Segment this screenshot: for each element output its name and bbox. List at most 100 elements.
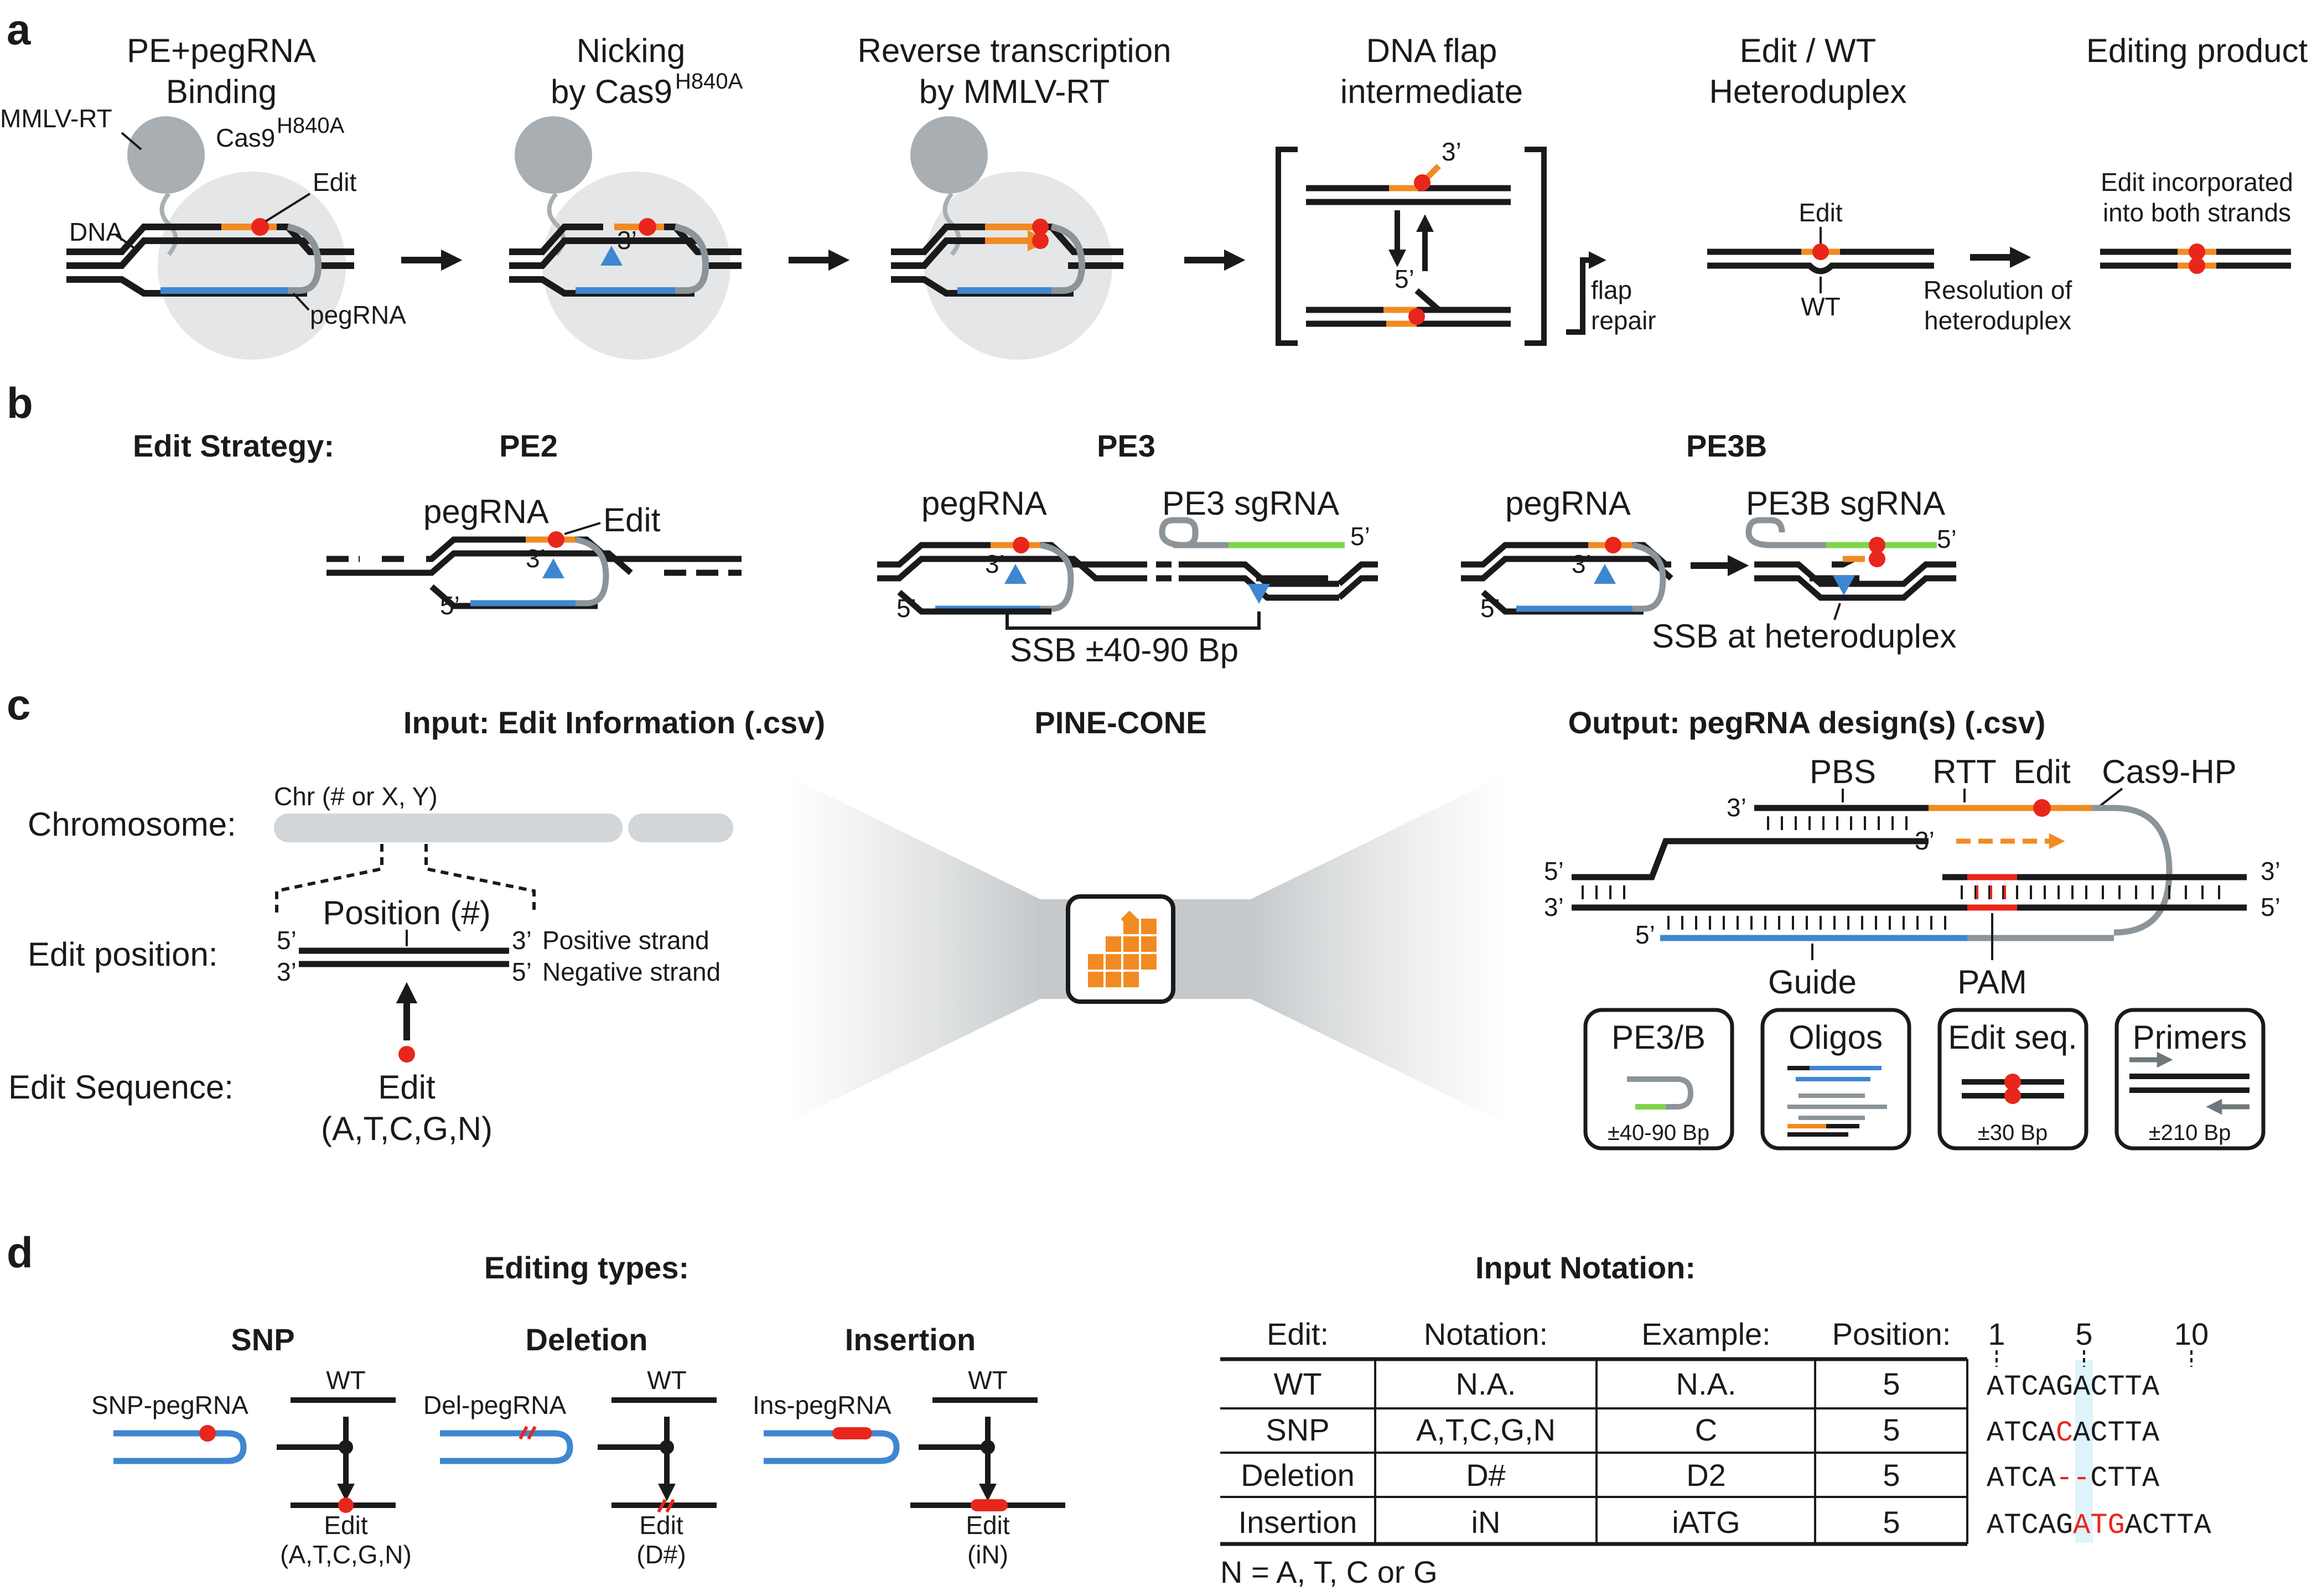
box-editseq-title: Edit seq. bbox=[1948, 1019, 2077, 1056]
del-pegrna-label: Del-pegRNA bbox=[423, 1391, 567, 1419]
output-title: Output: pegRNA design(s) (.csv) bbox=[1568, 705, 2046, 740]
input-bases-label: (A,T,C,G,N) bbox=[321, 1110, 493, 1147]
output-box-edit-seq: Edit seq. ±30 Bp bbox=[1937, 1008, 2088, 1151]
step2-title-line2: by Cas9 bbox=[551, 73, 672, 110]
step4-title-line2: intermediate bbox=[1340, 73, 1523, 110]
pos-3prime-top: 3’ bbox=[512, 926, 532, 955]
funnel-right bbox=[1251, 775, 1505, 1123]
pe3b-diagram: pegRNA 3’ 5’ PE3B sgRNA 5’ SSB at hetero… bbox=[1461, 485, 1957, 655]
step5-title-line2: Heteroduplex bbox=[1709, 73, 1907, 110]
edit-strategy-label: Edit Strategy: bbox=[133, 428, 334, 463]
sequence-snp: ATCACACTTA bbox=[1987, 1417, 2160, 1449]
pe3b-pegrna-label: pegRNA bbox=[1505, 485, 1631, 522]
ins-pegrna-label: Ins-pegRNA bbox=[753, 1391, 892, 1419]
table-cell: N.A. bbox=[1676, 1366, 1737, 1401]
flap-5prime-label: 5’ bbox=[1395, 265, 1414, 293]
pe2-diagram: pegRNA Edit 3’ 5’ bbox=[326, 493, 742, 620]
step1-title-line2: Binding bbox=[166, 73, 277, 110]
table-cell: A,T,C,G,N bbox=[1416, 1412, 1556, 1447]
nick-3prime: 3’ bbox=[617, 226, 637, 255]
box-primers-sub: ±210 Bp bbox=[2149, 1121, 2231, 1145]
pe2-3prime: 3’ bbox=[526, 544, 546, 573]
chromosome-arm-left bbox=[274, 813, 623, 842]
cas9-sup: H840A bbox=[277, 113, 345, 138]
box-pe3b-sub: ±40-90 Bp bbox=[1608, 1121, 1709, 1145]
snp-edit-sub: (A,T,C,G,N) bbox=[280, 1540, 412, 1569]
snp-wt-label: WT bbox=[326, 1366, 366, 1395]
input-title: Input: Edit Information (.csv) bbox=[403, 705, 825, 740]
step3-title-line1: Reverse transcription bbox=[858, 32, 1172, 69]
pe3-sgrna-label: PE3 sgRNA bbox=[1162, 485, 1339, 522]
table-cell: Deletion bbox=[1241, 1458, 1354, 1493]
panel-b: b Edit Strategy: PE2 PE3 PE3B pegRNA Edi… bbox=[7, 379, 1957, 669]
incorporated-line2: into both strands bbox=[2103, 198, 2291, 227]
th-edit: Edit: bbox=[1267, 1317, 1329, 1351]
pe3b-title: PE3B bbox=[1686, 428, 1767, 463]
editing-types-title: Editing types: bbox=[484, 1250, 689, 1285]
input-notation-title: Input Notation: bbox=[1475, 1250, 1696, 1285]
snp-title: SNP bbox=[231, 1322, 294, 1357]
position-dna bbox=[299, 947, 509, 967]
pe2-title: PE2 bbox=[499, 428, 558, 463]
table-cell: SNP bbox=[1266, 1412, 1329, 1447]
hetero-edit-label: Edit bbox=[1798, 198, 1842, 227]
pe3-title: PE3 bbox=[1097, 428, 1155, 463]
target-5prime-bottom-right: 5’ bbox=[2261, 893, 2280, 921]
pinecone-title: PINE-CONE bbox=[1034, 705, 1206, 740]
panel-c: c Input: Edit Information (.csv) PINE-CO… bbox=[7, 680, 2280, 1151]
dna-middle-strand bbox=[66, 237, 354, 269]
flap-3prime-label: 3’ bbox=[1442, 137, 1461, 166]
hetero-wt-label: WT bbox=[1801, 292, 1841, 321]
box-oligos-title: Oligos bbox=[1789, 1019, 1883, 1056]
box-editseq-sub: ±30 Bp bbox=[1978, 1121, 2048, 1145]
target-3prime-bottom: 3’ bbox=[1544, 893, 1564, 921]
table-cell: 5 bbox=[1883, 1412, 1900, 1447]
bracket-left bbox=[1276, 147, 1298, 346]
flap-repair-arrow bbox=[1566, 251, 1606, 335]
mmlv-rt-label: MMLV-RT bbox=[0, 104, 112, 133]
output-edit-label: Edit bbox=[2013, 753, 2071, 790]
bracket-right bbox=[1525, 147, 1547, 346]
step6-product: Edit incorporated into both strands bbox=[2100, 168, 2293, 274]
positive-strand-label: Positive strand bbox=[542, 926, 709, 955]
table-cell: D2 bbox=[1686, 1458, 1726, 1493]
step5-heteroduplex: Edit WT bbox=[1707, 198, 1934, 321]
dna-top-strand bbox=[66, 224, 221, 255]
step6-title: Editing product bbox=[2086, 32, 2308, 69]
pe3-pegrna-label: pegRNA bbox=[921, 485, 1047, 522]
notation-table: Edit: Notation: Example: Position: WT N.… bbox=[1220, 1317, 1968, 1546]
table-cell: C bbox=[1695, 1412, 1717, 1447]
deletion-title: Deletion bbox=[526, 1322, 648, 1357]
type-snp: SNP SNP-pegRNA WT Edit (A,T,C,G,N) bbox=[91, 1322, 412, 1569]
incorporated-line1: Edit incorporated bbox=[2101, 168, 2293, 196]
box-primers-title: Primers bbox=[2133, 1019, 2247, 1056]
edit-label: Edit bbox=[313, 168, 356, 196]
table-cell: N.A. bbox=[1456, 1366, 1516, 1401]
table-cell: WT bbox=[1273, 1366, 1321, 1401]
panel-a-label: a bbox=[7, 5, 31, 54]
pe3-3prime: 3’ bbox=[985, 550, 1005, 578]
table-cell: 5 bbox=[1883, 1458, 1900, 1493]
del-wt-label: WT bbox=[647, 1366, 687, 1395]
panel-d: d Editing types: Input Notation: SNP SNP… bbox=[7, 1228, 2211, 1589]
insertion-title: Insertion bbox=[845, 1322, 976, 1357]
pe3-diagram: pegRNA PE3 sgRNA 5’ 3’ 5’ SSB ±40-90 Bp bbox=[877, 485, 1378, 669]
pbs-label: PBS bbox=[1810, 753, 1876, 790]
step1-title-line1: PE+pegRNA bbox=[127, 32, 316, 69]
input-edit-label: Edit bbox=[378, 1069, 436, 1106]
pegrna-label: pegRNA bbox=[310, 300, 406, 329]
target-top-left bbox=[1572, 838, 1929, 880]
panel-d-label: d bbox=[7, 1228, 33, 1277]
edit-position-label: Edit position: bbox=[28, 936, 218, 973]
pos-5prime-top: 5’ bbox=[277, 926, 297, 955]
cas9-protein bbox=[158, 172, 346, 360]
pe2-edit-label: Edit bbox=[603, 501, 661, 538]
output-box-primers: Primers ±210 Bp bbox=[2114, 1008, 2266, 1151]
del-edit-label: Edit bbox=[639, 1511, 683, 1540]
table-cell: 5 bbox=[1883, 1366, 1900, 1401]
step5-title-line1: Edit / WT bbox=[1740, 32, 1877, 69]
notation-footnote: N = A, T, C or G bbox=[1220, 1554, 1438, 1589]
step4-flap-intermediate: 3’ 5’ flap repair bbox=[1276, 137, 1656, 346]
pinecone-logo-icon bbox=[1088, 910, 1157, 987]
